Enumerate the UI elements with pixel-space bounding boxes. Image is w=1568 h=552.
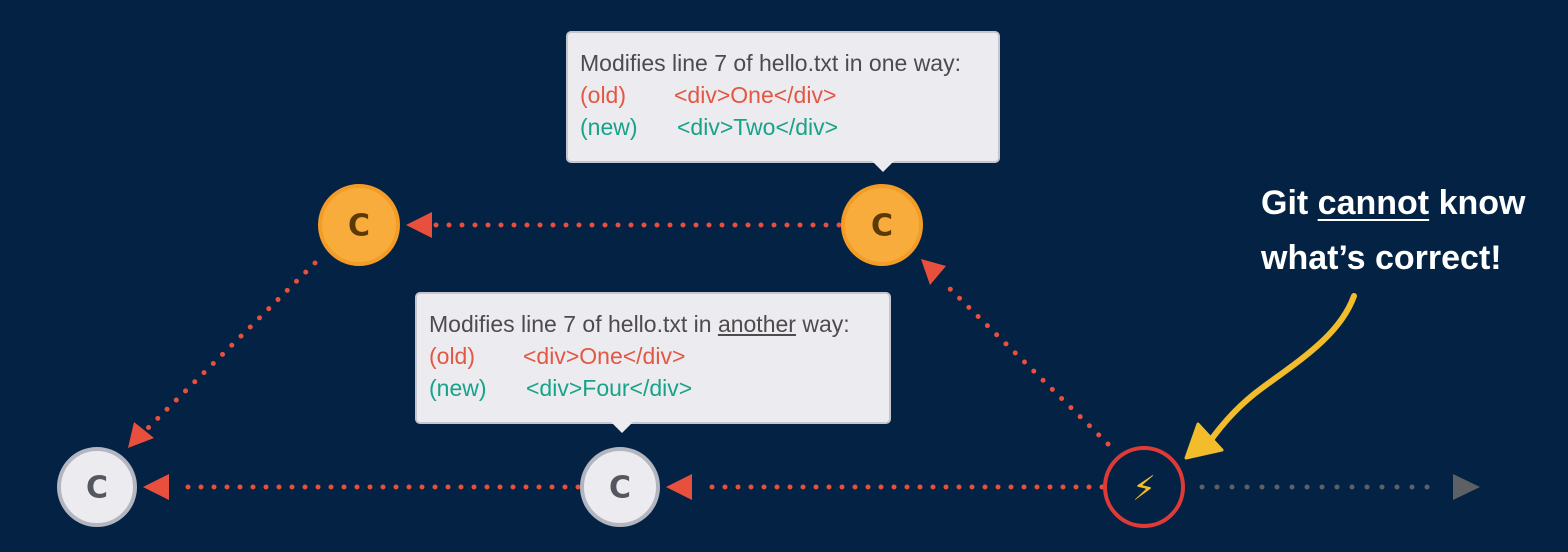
future-arrowhead [1453,474,1480,500]
new-tag: (new) [580,114,638,140]
tooltip-heading: Modifies line 7 of hello.txt in one way: [580,50,961,76]
old-value: <div>One</div> [674,82,837,108]
old-tag: (old) [580,82,627,108]
tooltip-pointer [611,422,633,433]
old-tag: (old) [429,343,476,369]
note-emphasis: cannot [1317,184,1430,222]
connectors [144,222,1111,490]
note-line-1: Git cannot know [1261,176,1525,231]
arrowhead-topleft [406,212,432,238]
note-suffix: know [1429,184,1526,222]
commit-top-left[interactable]: C [318,184,400,266]
old-value: <div>One</div> [523,343,686,369]
tooltip-old-line: (old) <div>One</div> [580,79,986,111]
commit-label: C [609,471,631,506]
arrowhead-topright-diag [921,259,946,285]
new-value: <div>Four</div> [526,375,693,401]
heading-prefix: Modifies line 7 of hello.txt in [429,311,718,337]
tooltip-old-line: (old) <div>One</div> [429,340,877,372]
tooltip-top-commit: Modifies line 7 of hello.txt in one way:… [566,31,1000,172]
commit-bottom-mid[interactable]: C [580,447,660,527]
tooltip-pointer [872,161,894,172]
heading-suffix: way: [795,311,850,337]
merge-conflict-node[interactable]: ⚡ [1103,446,1185,528]
commit-label: C [871,209,893,244]
note-line-2: what’s correct! [1261,239,1502,277]
new-value: <div>Two</div> [677,114,839,140]
arrowhead-bottommid [666,474,692,500]
note-prefix: Git [1261,184,1318,222]
arrowhead-bottomleft [143,474,169,500]
conflict-note: Git cannot know what’s correct! [1261,176,1525,286]
edge-merge-to-topright [942,281,1111,447]
tooltip-bottom-commit: Modifies line 7 of hello.txt in another … [415,292,891,433]
commit-bottom-left[interactable]: C [57,447,137,527]
tooltip-heading: Modifies line 7 of hello.txt in another … [429,308,877,340]
annotation-arrow [1184,293,1357,460]
arrowhead-bottomleft-diag [128,422,154,448]
edge-topleft-to-bottomleft [144,260,318,432]
heading-emphasis: another [717,311,796,337]
lightning-bolt-icon: ⚡ [1132,469,1156,509]
commit-label: C [348,209,370,244]
tooltip-new-line: (new) <div>Two</div> [580,111,986,143]
new-tag: (new) [429,375,487,401]
commit-label: C [86,471,108,506]
commit-top-right[interactable]: C [841,184,923,266]
arrowheads [128,212,946,500]
tooltip-new-line: (new) <div>Four</div> [429,372,877,404]
